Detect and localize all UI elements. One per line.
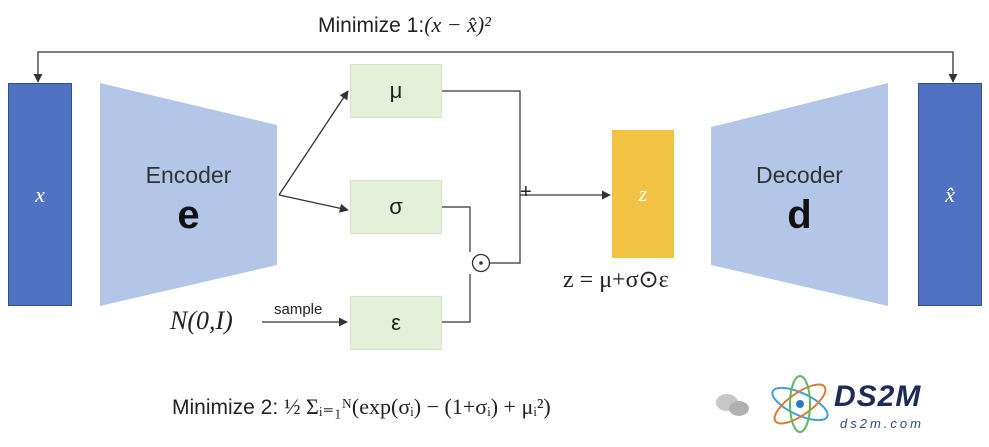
- decoder-name: Decoder: [756, 162, 843, 188]
- encoder-symbol: e: [177, 193, 200, 237]
- watermark-brand: DS2M: [834, 380, 922, 413]
- decoder-block: Decoder d: [711, 150, 888, 250]
- encoder-to-sigma-arrow: [278, 194, 349, 213]
- sigma-label: σ: [389, 194, 403, 219]
- watermark-url: ds2m.com: [840, 416, 924, 431]
- encoder-name: Encoder: [145, 162, 232, 188]
- odot-circle: [471, 253, 491, 273]
- eps-to-odot-line: [441, 274, 471, 323]
- mu-box: μ: [350, 64, 442, 118]
- odot-to-sum-line: [490, 195, 521, 264]
- ds2m-logo-icon: [771, 375, 829, 433]
- plus-sign: +: [520, 181, 532, 203]
- input-x-bar: x: [8, 83, 72, 306]
- wechat-icon: [716, 392, 752, 418]
- sigma-box: σ: [350, 180, 442, 234]
- input-x-symbol: x: [35, 181, 45, 207]
- decoder-shape: [711, 83, 888, 306]
- bottom-loss-label: Minimize 2:: [172, 396, 279, 419]
- decoder-symbol: d: [787, 193, 812, 237]
- encoder-to-mu-arrow: [278, 90, 349, 196]
- odot-dot: [479, 261, 483, 265]
- top-loss-text: Minimize 1:(x − x̂)²: [318, 12, 491, 38]
- mu-label: μ: [389, 78, 403, 103]
- epsilon-box: ε: [350, 296, 442, 350]
- z-equation: z = μ+σ⊙ε: [563, 267, 669, 293]
- epsilon-label: ε: [391, 310, 401, 335]
- noise-source-label: N(0,I): [170, 306, 233, 335]
- sigma-to-odot-line: [441, 206, 471, 252]
- output-xhat-symbol: x̂: [945, 181, 955, 207]
- reconstruction-loop-line: [33, 51, 958, 83]
- output-xhat-bar: x̂: [918, 83, 982, 306]
- mu-to-sum-line: [441, 90, 521, 195]
- encoder-block: Encoder e: [100, 150, 277, 250]
- encoder-shape: [100, 83, 277, 306]
- bottom-loss-text: Minimize 2: ½ Σᵢ₌₁ᴺ(exp(σᵢ) − (1+σᵢ) + μ…: [172, 394, 551, 420]
- top-loss-formula: (x − x̂)²: [424, 12, 491, 37]
- z-box: z: [612, 130, 674, 258]
- sample-label: sample: [274, 301, 323, 318]
- z-label: z: [638, 181, 648, 206]
- bottom-loss-formula: ½ Σᵢ₌₁ᴺ(exp(σᵢ) − (1+σᵢ) + μᵢ²): [284, 394, 551, 419]
- top-loss-label: Minimize 1:: [318, 14, 425, 37]
